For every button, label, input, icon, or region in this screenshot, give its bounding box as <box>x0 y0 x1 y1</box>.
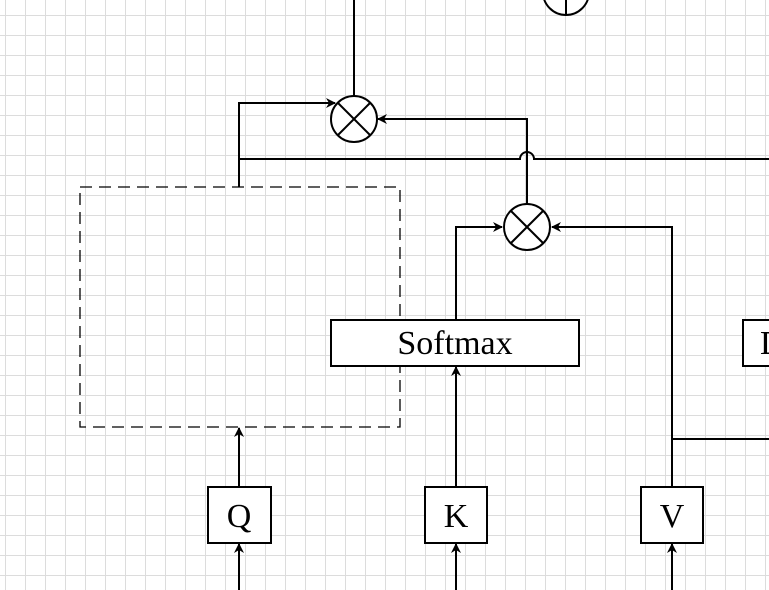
add-operator-icon <box>543 0 589 16</box>
partial-box-label: D <box>760 325 769 362</box>
connector-softmax-to-multiply <box>455 222 503 320</box>
softmax-box[interactable] <box>330 319 580 367</box>
connector-v-to-multiply <box>551 222 673 487</box>
dashed-group-box[interactable] <box>79 186 401 428</box>
multiply-operator-icon <box>330 95 378 143</box>
partial-box-right[interactable] <box>742 319 769 367</box>
q-label: Q <box>227 498 252 535</box>
q-box[interactable] <box>207 486 272 544</box>
v-label: V <box>660 498 685 535</box>
connector-lower-to-upper-multiply <box>377 114 528 204</box>
connector-dashed-to-multiply <box>238 98 336 187</box>
connector-horizontal <box>239 151 769 160</box>
k-box[interactable] <box>424 486 488 544</box>
v-box[interactable] <box>640 486 704 544</box>
k-label: K <box>444 498 469 535</box>
softmax-label: Softmax <box>397 325 512 362</box>
multiply-operator-icon <box>503 203 551 251</box>
